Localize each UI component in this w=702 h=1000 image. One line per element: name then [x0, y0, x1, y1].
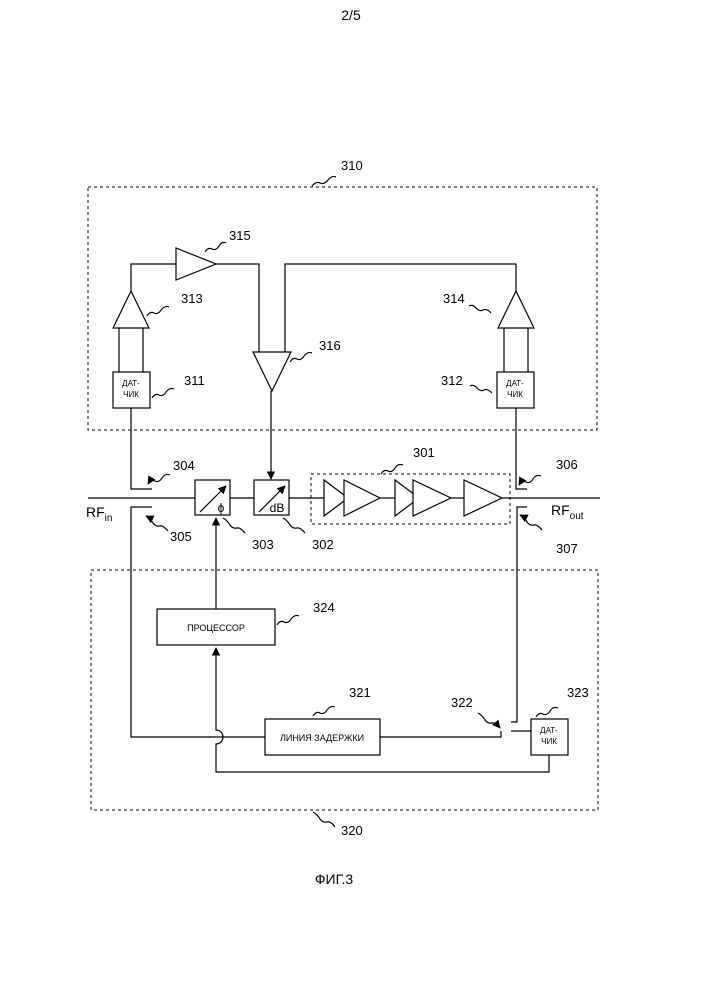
ref-305: 305 — [170, 529, 192, 544]
coupler-304 — [131, 408, 152, 489]
amplifier-chain-stage-2 — [344, 480, 380, 516]
ref-302: 302 — [312, 537, 334, 552]
leader-312 — [470, 385, 492, 393]
ref-311: 311 — [184, 373, 205, 388]
leader-313 — [147, 306, 169, 316]
leader-315 — [205, 242, 226, 252]
leader-324 — [277, 615, 299, 625]
delay-line-label: ЛИНИЯ ЗАДЕРЖКИ — [280, 733, 364, 743]
leader-316 — [290, 352, 312, 362]
page-number: 2/5 — [341, 7, 361, 23]
wire-313-315 — [131, 264, 176, 291]
processor-label: ПРОЦЕССОР — [187, 623, 245, 633]
leader-307 — [520, 515, 542, 530]
phase-symbol: ϕ — [218, 501, 225, 515]
sensor-323-line2: ЧИК — [541, 737, 557, 746]
ref-301: 301 — [413, 445, 435, 460]
figure-caption: ФИГ.3 — [315, 871, 353, 887]
block-320-border — [91, 570, 598, 810]
attenuator-symbol: dB — [270, 501, 285, 515]
amplifier-314 — [498, 291, 534, 328]
leader-310 — [312, 176, 336, 186]
ref-322: 322 — [451, 695, 473, 710]
wire-321-322 — [380, 731, 501, 737]
ref-320: 320 — [341, 823, 363, 838]
sensor-312-line2: ЧИК — [507, 390, 523, 399]
amplifier-chain-stage-5 — [464, 480, 502, 516]
leader-304 — [148, 474, 170, 484]
wire-315-316 — [216, 264, 259, 352]
phase-shifter-303 — [195, 480, 230, 515]
ref-321: 321 — [349, 685, 371, 700]
leader-302 — [283, 518, 305, 533]
leader-322 — [478, 713, 500, 728]
rf-out-label: RFout — [551, 502, 584, 522]
sensor-323-line1: ДАТ- — [540, 726, 558, 735]
amplifier-313 — [113, 291, 149, 328]
leader-305 — [146, 516, 168, 531]
leader-311 — [152, 388, 174, 398]
amplifier-316 — [253, 352, 291, 391]
amplifier-315 — [176, 248, 216, 280]
amplifier-chain-stage-4 — [413, 480, 451, 516]
sensor-311-line1: ДАТ- — [122, 379, 140, 388]
ref-310: 310 — [341, 158, 363, 173]
ref-315: 315 — [229, 228, 251, 243]
ref-312: 312 — [441, 373, 463, 388]
leader-314 — [469, 305, 491, 313]
sensor-312-line1: ДАТ- — [506, 379, 524, 388]
ref-314: 314 — [443, 291, 465, 306]
leader-303 — [223, 518, 245, 533]
sensor-311-line2: ЧИК — [123, 390, 139, 399]
ref-307: 307 — [556, 541, 578, 556]
leader-306 — [519, 475, 541, 485]
coupler-306 — [516, 408, 527, 489]
coupler-307 — [511, 507, 527, 722]
ref-316: 316 — [319, 338, 341, 353]
ref-306: 306 — [556, 457, 578, 472]
ref-304: 304 — [173, 458, 195, 473]
leader-320 — [313, 812, 335, 827]
ref-324: 324 — [313, 600, 335, 615]
leader-301 — [381, 464, 403, 474]
ref-303: 303 — [252, 537, 274, 552]
ref-323: 323 — [567, 685, 589, 700]
rf-in-label: RFin — [86, 504, 112, 524]
ref-313: 313 — [181, 291, 203, 306]
leader-321 — [313, 706, 335, 716]
leader-323 — [536, 707, 558, 717]
